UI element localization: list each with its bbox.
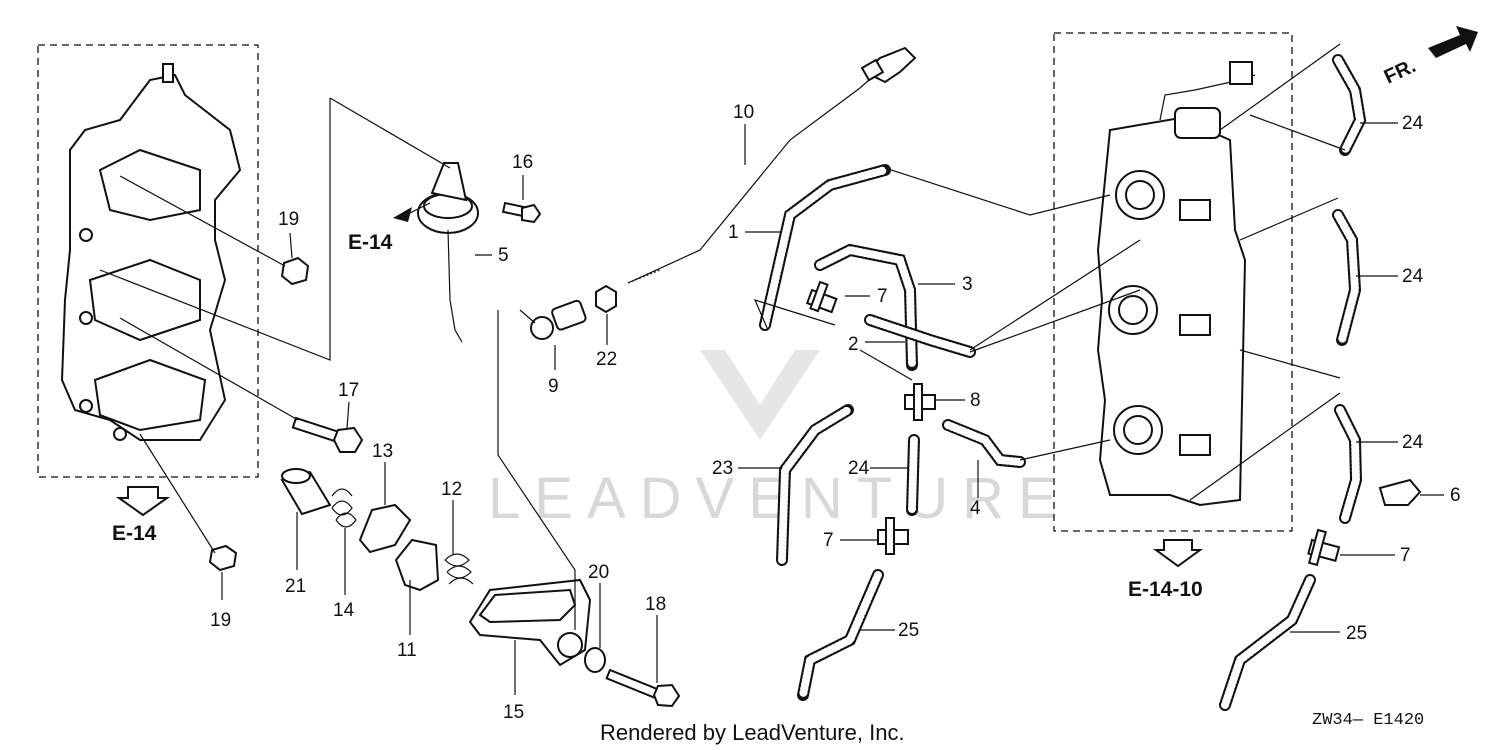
callout-10: 10 <box>733 102 754 123</box>
callout-8: 8 <box>970 390 981 411</box>
part-1-hose <box>759 164 891 331</box>
part-24-hose-center <box>906 434 920 516</box>
diagram-code: ZW34— E1420 <box>1312 711 1424 730</box>
carburetor-group-box <box>1053 32 1293 532</box>
callout-16: 16 <box>512 152 533 173</box>
callout-13: 13 <box>372 441 393 462</box>
part-24-hose-r1 <box>1332 54 1367 156</box>
part-18-bolt <box>605 668 681 708</box>
callout-4: 4 <box>970 498 981 519</box>
part-19-nut-top <box>280 256 310 286</box>
part-19-nut-bottom <box>208 544 238 572</box>
rendered-by-text: Rendered by LeadVenture, Inc. <box>600 720 905 745</box>
callout-24-r2: 24 <box>1402 266 1424 287</box>
callout-20: 20 <box>588 562 609 583</box>
part-23-hose <box>776 404 854 566</box>
callout-25-right: 25 <box>1346 623 1367 644</box>
watermark: LEADVENTURE <box>488 350 1071 531</box>
front-direction-indicator: FR. <box>1381 26 1478 89</box>
callout-2: 2 <box>848 334 859 355</box>
ref-e14-10[interactable]: E-14-10 <box>1128 578 1203 601</box>
part-6-clip <box>1378 478 1422 506</box>
part-8-tjoint <box>904 383 936 421</box>
ref-e14-bottom[interactable]: E-14 <box>112 522 157 545</box>
leader-lines <box>753 43 1346 501</box>
carburetor-assembly <box>1096 61 1256 507</box>
callout-24-r1: 24 <box>1402 113 1424 134</box>
callout-19-bottom: 19 <box>210 610 231 631</box>
part-25-hose-right <box>1219 574 1316 711</box>
callout-6: 6 <box>1450 485 1461 506</box>
ref-e14-top[interactable]: E-14 <box>348 231 393 254</box>
front-label: FR. <box>1381 55 1419 89</box>
callout-17: 17 <box>338 380 359 401</box>
callout-9: 9 <box>548 376 559 397</box>
callout-12: 12 <box>441 479 462 500</box>
part-24-hose-r3 <box>1334 404 1363 524</box>
part-20-washer <box>584 647 606 673</box>
callout-3: 3 <box>962 274 973 295</box>
part-14-spring <box>331 488 357 528</box>
intake-manifold <box>60 63 242 441</box>
part-3-hose <box>814 243 918 371</box>
part-2-hose <box>864 314 976 358</box>
callout-14: 14 <box>333 600 355 621</box>
part-24-hose-r2 <box>1332 209 1362 346</box>
callout-21: 21 <box>285 576 306 597</box>
down-arrow-icon-right <box>1152 539 1204 568</box>
callout-7c: 7 <box>1400 545 1411 566</box>
part-9-joint <box>530 299 587 340</box>
callout-1: 1 <box>728 222 739 243</box>
part-16-screw <box>501 201 542 224</box>
part-11-cam <box>394 538 440 592</box>
part-15-throttle-link <box>468 309 592 667</box>
callout-25-center: 25 <box>898 620 919 641</box>
watermark-text: LEADVENTURE <box>488 466 1071 531</box>
part-25-hose-center <box>797 569 884 701</box>
left-arrow-icon <box>393 207 412 222</box>
callout-23: 23 <box>712 458 733 479</box>
part-7-tjoint-c <box>1307 528 1341 567</box>
part-10-rod <box>627 46 917 284</box>
part-7-tjoint-a <box>805 280 838 314</box>
callout-18: 18 <box>645 594 666 615</box>
part-21-collar <box>280 468 332 516</box>
part-13-plate <box>358 503 412 554</box>
callout-7a: 7 <box>877 286 888 307</box>
manifold-group-box <box>37 44 259 478</box>
down-arrow-icon <box>115 486 171 517</box>
callout-19-top: 19 <box>278 209 299 230</box>
part-12-spring <box>444 553 474 585</box>
part-17-bolt <box>119 317 364 453</box>
part-7-tjoint-b <box>877 517 909 555</box>
part-4-hose <box>942 419 1026 468</box>
callout-11: 11 <box>397 640 417 661</box>
callout-5: 5 <box>498 245 509 266</box>
callout-7b: 7 <box>823 530 834 551</box>
callout-22: 22 <box>596 349 617 370</box>
callout-15: 15 <box>503 702 524 723</box>
part-22-nut <box>595 284 617 314</box>
callout-24-r3: 24 <box>1402 432 1424 453</box>
callout-24-center: 24 <box>848 458 870 479</box>
callouts: 10 1 7 3 2 8 24 23 4 7 25 5 16 19 17 9 2 <box>210 102 1461 723</box>
